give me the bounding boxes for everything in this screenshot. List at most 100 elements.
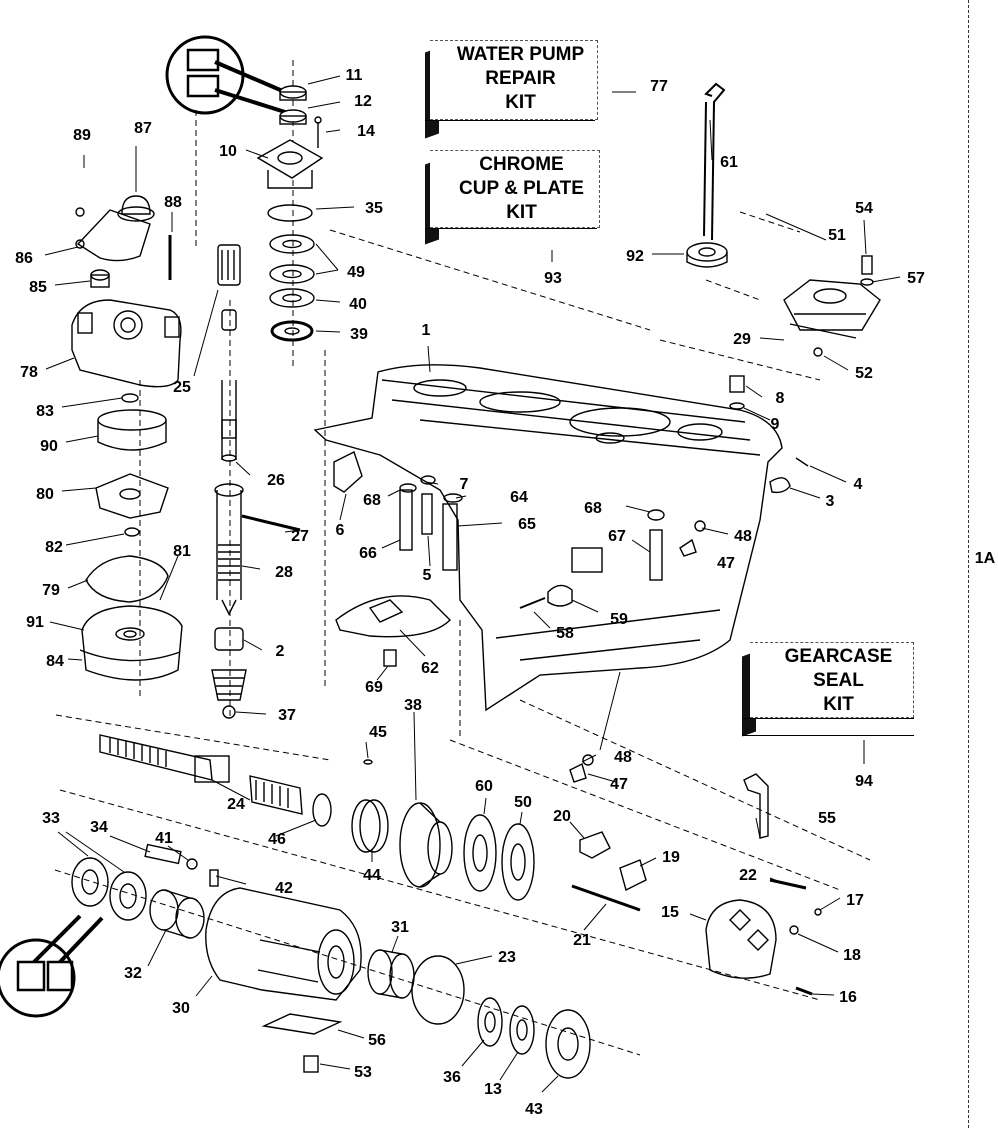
callout-7: 7	[460, 476, 469, 493]
callout-89: 89	[73, 127, 91, 144]
callout-17: 17	[846, 892, 864, 909]
callout-35: 35	[365, 200, 383, 217]
callout-91: 91	[26, 614, 44, 631]
callout-23: 23	[498, 949, 516, 966]
water-pump-kit-label: WATER PUMP REPAIR KIT	[456, 44, 585, 113]
callout-94: 94	[855, 773, 873, 790]
callout-65: 65	[518, 516, 536, 533]
callout-86: 86	[15, 250, 33, 267]
callout-32: 32	[124, 965, 142, 982]
callout-3: 3	[826, 493, 835, 510]
callout-47b: 47	[610, 776, 628, 793]
callout-47a: 47	[717, 555, 735, 572]
callout-87: 87	[134, 120, 152, 137]
callout-55: 55	[818, 810, 836, 827]
callout-20: 20	[553, 808, 571, 825]
callout-67: 67	[608, 528, 626, 545]
callout-28: 28	[275, 564, 293, 581]
callout-62: 62	[421, 660, 439, 677]
chrome-cup-kit-label: CHROME CUP & PLATE KIT	[459, 154, 584, 223]
callout-2: 2	[276, 643, 285, 660]
callout-33: 33	[42, 810, 60, 827]
callout-1: 1	[422, 322, 431, 339]
callout-4: 4	[854, 476, 863, 493]
callout-26: 26	[267, 472, 285, 489]
callout-68b: 68	[584, 500, 602, 517]
callout-46: 46	[268, 831, 286, 848]
callout-9: 9	[771, 416, 780, 433]
callout-88: 88	[164, 194, 182, 211]
callout-12: 12	[354, 93, 372, 110]
callout-82: 82	[45, 539, 63, 556]
callout-24: 24	[227, 796, 245, 813]
callout-48b: 48	[614, 749, 632, 766]
callout-56: 56	[368, 1032, 386, 1049]
page-label: 1A	[975, 550, 996, 567]
chrome-cup-kit-base	[425, 228, 597, 243]
callout-53: 53	[354, 1064, 372, 1081]
callout-59: 59	[610, 611, 628, 628]
callout-40: 40	[349, 296, 367, 313]
callout-79: 79	[42, 582, 60, 599]
callout-61: 61	[720, 154, 738, 171]
callout-30: 30	[172, 1000, 190, 1017]
callout-5: 5	[423, 567, 432, 584]
callout-44: 44	[363, 867, 381, 884]
callout-10: 10	[219, 143, 237, 160]
callout-36: 36	[443, 1069, 461, 1086]
callout-81: 81	[173, 543, 191, 560]
callout-22: 22	[739, 867, 757, 884]
callout-13: 13	[484, 1081, 502, 1098]
callout-68a: 68	[363, 492, 381, 509]
callout-93: 93	[544, 270, 562, 287]
callout-42: 42	[275, 880, 293, 897]
callout-57: 57	[907, 270, 925, 287]
callout-38: 38	[404, 697, 422, 714]
callout-54: 54	[855, 200, 873, 217]
callout-77: 77	[650, 78, 668, 95]
callout-8: 8	[776, 390, 785, 407]
callout-18: 18	[843, 947, 861, 964]
callout-25: 25	[173, 379, 191, 396]
water-pump-kit-base	[425, 120, 595, 135]
callout-52: 52	[855, 365, 873, 382]
chrome-cup-kit-box: CHROME CUP & PLATE KIT	[430, 150, 600, 228]
gearcase-seal-kit-box: GEARCASE SEAL KIT	[750, 642, 914, 718]
callout-64: 64	[510, 489, 528, 506]
callout-41: 41	[155, 830, 173, 847]
callout-45: 45	[369, 724, 387, 741]
callout-84: 84	[46, 653, 64, 670]
callout-85: 85	[29, 279, 47, 296]
callout-51: 51	[828, 227, 846, 244]
callout-78: 78	[20, 364, 38, 381]
gearcase-seal-kit-label: GEARCASE SEAL KIT	[784, 646, 893, 715]
callout-19: 19	[662, 849, 680, 866]
callout-37: 37	[278, 707, 296, 724]
callout-69: 69	[365, 679, 383, 696]
callout-90: 90	[40, 438, 58, 455]
callout-29: 29	[733, 331, 751, 348]
callout-21: 21	[573, 932, 591, 949]
callout-43: 43	[525, 1101, 543, 1118]
callout-31: 31	[391, 919, 409, 936]
callout-39: 39	[350, 326, 368, 343]
callout-66: 66	[359, 545, 377, 562]
callout-60: 60	[475, 778, 493, 795]
callout-6: 6	[336, 522, 345, 539]
gearcase-seal-kit-base	[742, 718, 914, 736]
callout-16: 16	[839, 989, 857, 1006]
callout-27: 27	[291, 528, 309, 545]
callout-15: 15	[661, 904, 679, 921]
callout-14: 14	[357, 123, 375, 140]
callout-58: 58	[556, 625, 574, 642]
callout-49: 49	[347, 264, 365, 281]
callout-50: 50	[514, 794, 532, 811]
callout-83: 83	[36, 403, 54, 420]
callout-11: 11	[346, 67, 363, 84]
callout-34: 34	[90, 819, 108, 836]
water-pump-kit-box: WATER PUMP REPAIR KIT	[430, 40, 598, 120]
callout-92: 92	[626, 248, 644, 265]
callout-80: 80	[36, 486, 54, 503]
page-edge-rule	[968, 0, 969, 1128]
